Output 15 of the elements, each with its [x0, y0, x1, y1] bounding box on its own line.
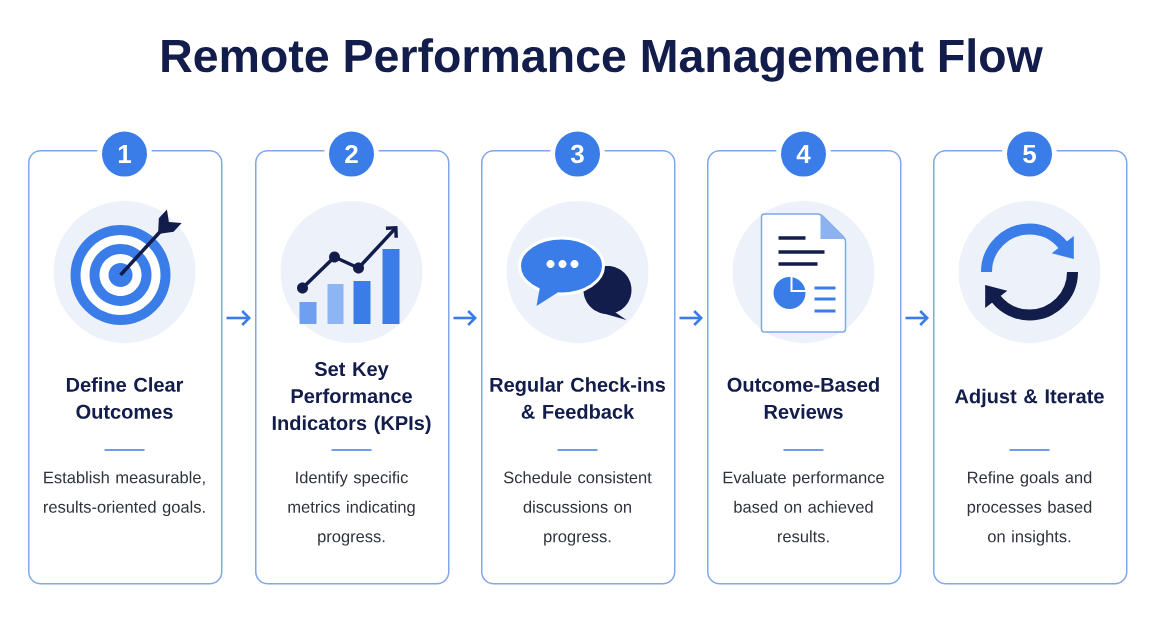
arrow: [905, 310, 929, 326]
step-description: Refine goals and processes based on insights.: [967, 471, 1092, 546]
step-description: Evaluate performance based on achieved results.: [723, 471, 884, 543]
step-heading: Outcome-Based Reviews: [727, 377, 879, 419]
step-heading: Define Clear Outcomes: [66, 377, 184, 419]
arrow: [453, 310, 477, 326]
step-description: Schedule consistent discussions on progress.: [503, 471, 652, 546]
step-description: Identify specific metrics indicating progress.: [288, 471, 415, 546]
arrow: [226, 310, 251, 326]
step-description: Establish measurable, results-oriented goals.: [44, 471, 205, 517]
title: Remote Performance Management Flow: [162, 38, 1043, 82]
arrow: [679, 310, 703, 326]
step-heading: Regular Check-ins & Feedback: [490, 377, 666, 419]
step-heading: Adjust & Iterate: [955, 388, 1104, 408]
step-heading: Set Key Performance Indicators (KPIs): [272, 361, 431, 435]
